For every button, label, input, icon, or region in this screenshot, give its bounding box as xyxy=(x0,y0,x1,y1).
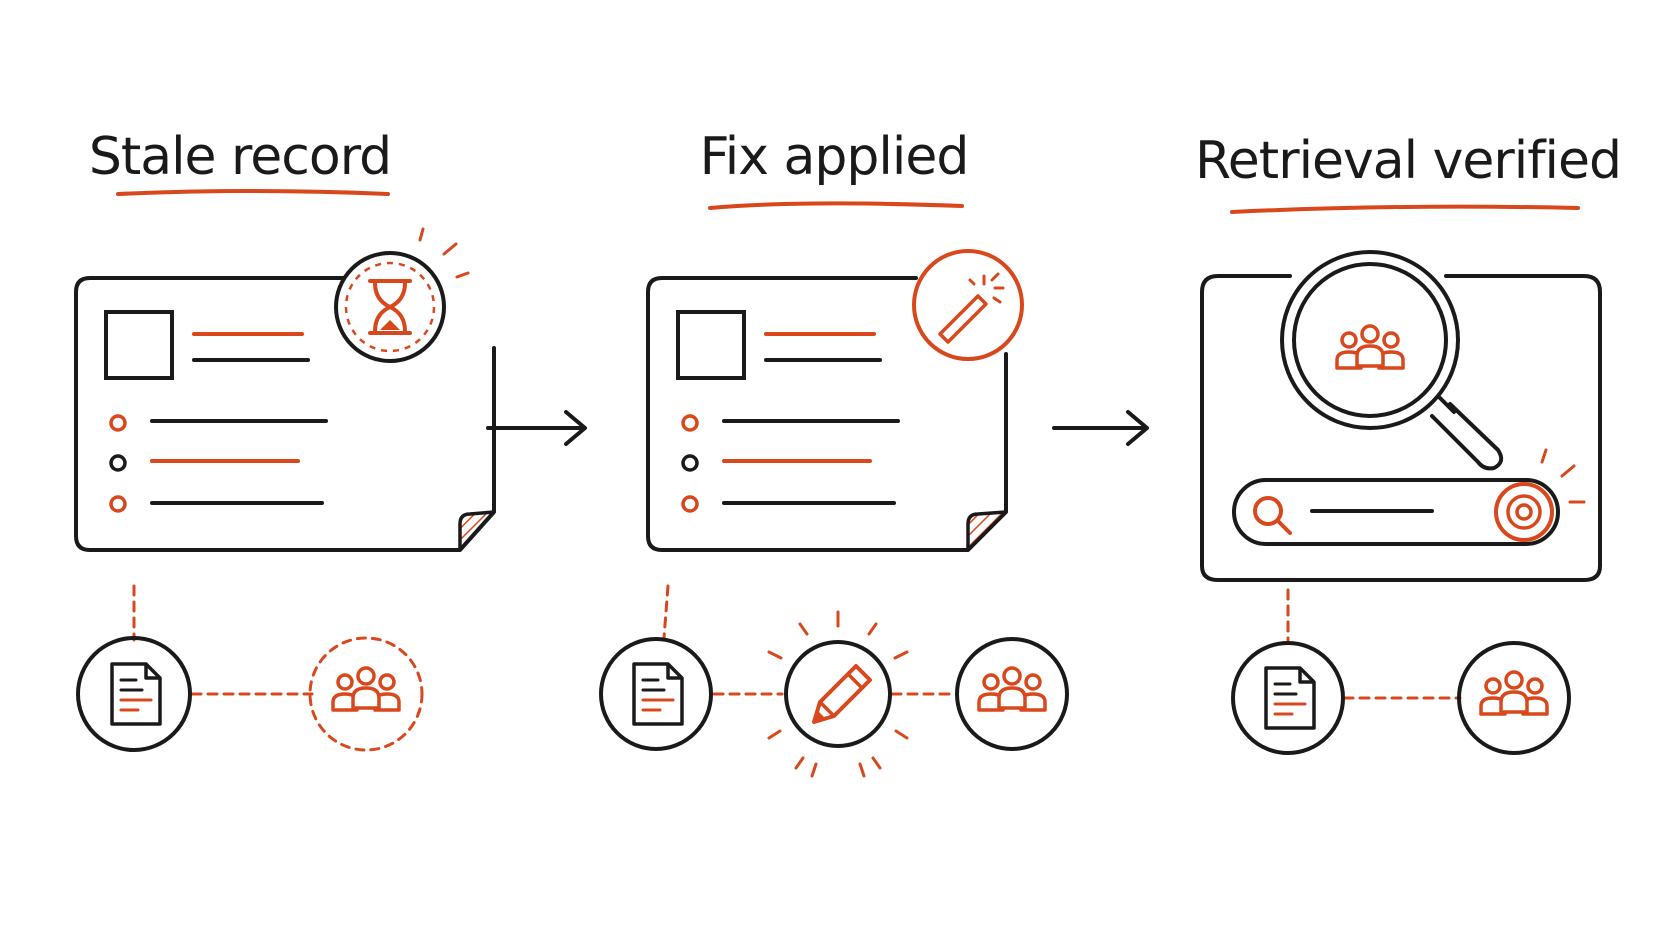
document-icon xyxy=(1264,666,1316,730)
document-node xyxy=(599,637,713,751)
document-node xyxy=(1231,641,1345,755)
hourglass-icon xyxy=(368,279,412,335)
record-card xyxy=(646,276,1008,552)
title-underline xyxy=(1230,204,1580,214)
magic-wand-icon xyxy=(938,272,1005,344)
pencil-icon xyxy=(812,664,872,724)
connector xyxy=(662,584,670,640)
magnifier-icon xyxy=(1280,250,1460,430)
people-group-icon xyxy=(331,666,401,712)
stage-fix-applied: Fix applied xyxy=(599,127,1069,778)
people-group-icon xyxy=(977,666,1047,712)
document-node xyxy=(76,636,192,752)
search-icon xyxy=(1276,519,1292,535)
people-node xyxy=(955,637,1069,751)
search-card xyxy=(1200,274,1602,582)
people-node-dashed xyxy=(308,636,424,752)
stage-title: Stale record xyxy=(89,127,391,187)
stage-title: Fix applied xyxy=(700,127,969,187)
magnifier-badge xyxy=(1280,250,1504,471)
document-icon xyxy=(632,662,684,726)
stage-stale-record: Stale record xyxy=(74,127,496,752)
target-button-icon xyxy=(1494,482,1554,542)
title-underline xyxy=(708,201,964,210)
flow-arrow xyxy=(1052,410,1149,446)
search-icon xyxy=(1253,496,1283,526)
people-group-icon xyxy=(1335,324,1405,370)
people-node xyxy=(1457,641,1571,755)
people-group-icon xyxy=(1479,670,1549,716)
page-curl xyxy=(966,510,1008,552)
highlight-rays xyxy=(767,610,909,778)
document-icon xyxy=(110,662,162,726)
hourglass-badge xyxy=(334,227,470,363)
stage-title: Retrieval verified xyxy=(1195,131,1621,191)
page-curl xyxy=(458,510,496,552)
pencil-node xyxy=(767,610,909,778)
title-underline xyxy=(116,189,390,196)
stage-retrieval-verified: Retrieval verified xyxy=(1195,131,1622,755)
magic-wand-badge xyxy=(912,249,1024,361)
flow-arrow xyxy=(486,410,587,446)
alert-rays xyxy=(418,227,470,279)
search-bar xyxy=(1232,448,1586,546)
